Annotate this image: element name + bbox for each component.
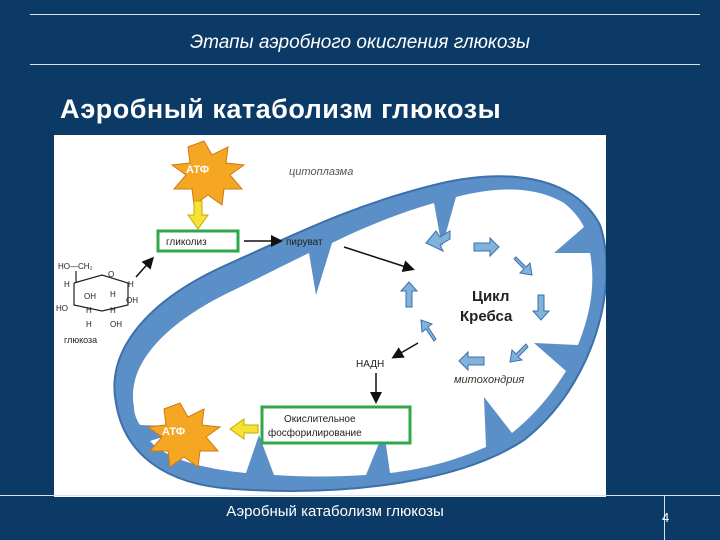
- arrow-glucose-glycolysis: [135, 256, 154, 278]
- slide-title: Этапы аэробного окисления глюкозы: [189, 32, 531, 53]
- glucose-label: глюкоза: [64, 335, 97, 345]
- mitochondria-diagram: Цикл Кребса цитоплазма митохондрия АТФ г…: [54, 135, 608, 497]
- cytoplasm-label: цитоплазма: [289, 166, 353, 178]
- struct-ho-ch2: HO—CH₂: [58, 262, 93, 271]
- struct-oh-2: OH: [126, 296, 138, 305]
- atp-label-top: АТФ: [186, 164, 209, 176]
- arrow-pyruvate-krebs: [343, 246, 415, 272]
- oxphos-label-line2: фосфорилирование: [268, 427, 362, 439]
- arrow-up-yellow: [187, 200, 209, 230]
- nadh-label: НАДН: [356, 359, 384, 370]
- struct-h-4: H: [86, 306, 92, 315]
- diagram-canvas: Цикл Кребса цитоплазма митохондрия АТФ г…: [56, 140, 608, 492]
- title-rule: [30, 64, 700, 65]
- top-rule: [30, 14, 700, 15]
- pyruvate-label: пируват: [286, 237, 323, 248]
- glycolysis-box: [156, 229, 240, 253]
- struct-oh-3: OH: [110, 320, 122, 329]
- glycolysis-label: гликолиз: [166, 237, 207, 248]
- footer-rule: [0, 495, 720, 496]
- struct-h-3: H: [110, 290, 116, 299]
- struct-oh-1: OH: [84, 292, 96, 301]
- struct-h-5: H: [110, 306, 116, 315]
- page-number: 4: [662, 510, 670, 525]
- struct-h-1: H: [64, 280, 70, 289]
- oxphos-box: [260, 405, 412, 445]
- oxphos-label-line1: Окислительное: [284, 414, 356, 425]
- glucose-structure: HO—CH₂ O H H OH H OH HO H H H OH: [56, 262, 138, 329]
- atp-star-top: [170, 140, 246, 206]
- krebs-label-line1: Цикл: [472, 288, 509, 305]
- atp-label-bottom: АТФ: [162, 426, 185, 438]
- slide-heading: Аэробный катаболизм глюкозы: [60, 94, 502, 124]
- footer-divider: [664, 495, 665, 540]
- struct-o: O: [108, 270, 114, 279]
- arrow-krebs-nadh: [391, 342, 419, 359]
- mitochondrion-matrix: [132, 189, 593, 477]
- mitochondrion-label: митохондрия: [454, 374, 524, 386]
- struct-h-2: H: [128, 280, 134, 289]
- krebs-label-line2: Кребса: [460, 308, 513, 325]
- struct-h-6: H: [86, 320, 92, 329]
- struct-ho: HO: [56, 304, 68, 313]
- footer-text: Аэробный катаболизм глюкозы: [226, 503, 444, 520]
- arrow-left-yellow: [229, 418, 259, 440]
- glucose-ring: [73, 271, 129, 312]
- atp-star-bottom: [146, 402, 222, 468]
- krebs-cycle-arrows: [399, 230, 551, 372]
